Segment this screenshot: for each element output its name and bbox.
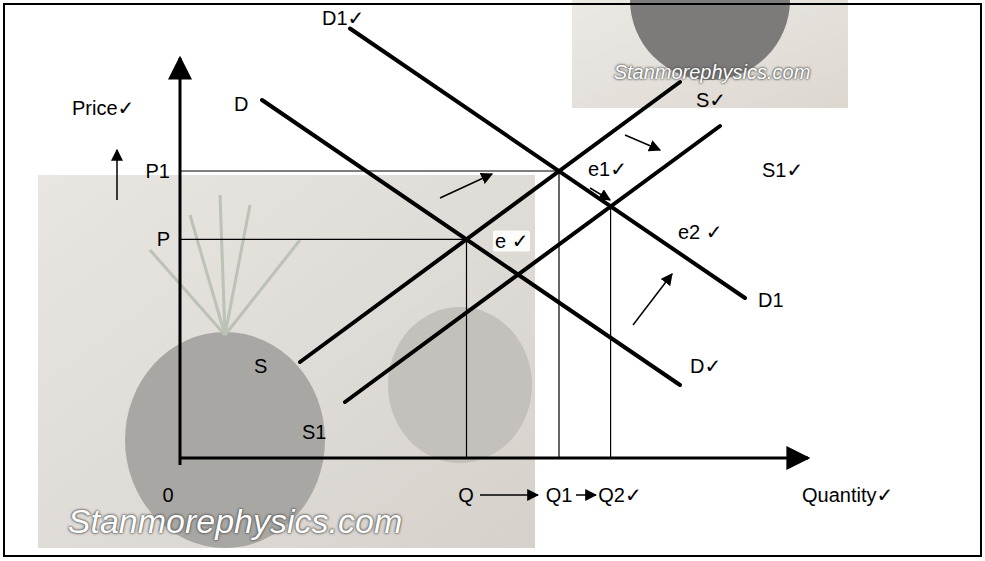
supply-curve (300, 82, 680, 362)
axis-title: Quantity✓ (800, 485, 895, 506)
equilibrium-label: e ✓ (493, 231, 530, 252)
curve-label: D (232, 94, 250, 115)
shift-arrow (625, 135, 660, 150)
photo-pot (388, 307, 532, 463)
supply-curve (345, 126, 720, 402)
curve-label: D1 (756, 290, 786, 311)
watermark: Stanmorephysics.com (612, 62, 813, 83)
shift-arrow (590, 188, 610, 200)
quantity-label: Q1 (544, 485, 575, 506)
price-rise-arrow (116, 150, 118, 200)
photo-background (38, 0, 848, 548)
x-axis (180, 457, 808, 460)
axis-title: Price✓ (70, 98, 136, 119)
price-label: P (155, 229, 172, 250)
quantity-guide (558, 171, 559, 458)
shift-arrow (440, 174, 492, 198)
quantity-label: Q (456, 485, 476, 506)
curve-label: S✓ (694, 90, 728, 111)
equilibrium-label: e2 ✓ (676, 222, 725, 243)
shift-arrow (633, 274, 672, 325)
watermark: Stanmorephysics.com (66, 504, 404, 540)
origin-label: 0 (160, 485, 175, 506)
photo-panel (38, 175, 535, 548)
quantity-guide (610, 206, 611, 458)
guide-lines (180, 171, 611, 458)
y-axis (179, 58, 182, 465)
curve-label: S1✓ (760, 160, 805, 181)
curve-label: D1✓ (320, 8, 366, 29)
equilibrium-label: e1✓ (586, 159, 629, 180)
curve-label: D✓ (688, 356, 723, 377)
curve-label: S1 (300, 422, 328, 443)
photo-plant (150, 195, 300, 335)
quantity-arrow (576, 494, 596, 496)
quantity-arrow (480, 494, 538, 496)
price-guide (180, 239, 467, 240)
curve-label: S (252, 356, 269, 377)
shift-arrows (117, 135, 672, 495)
quantity-label: Q2✓ (596, 485, 643, 506)
curves (262, 29, 745, 403)
frame (4, 4, 981, 556)
quantity-guide (466, 239, 467, 458)
price-label: P1 (144, 161, 172, 182)
